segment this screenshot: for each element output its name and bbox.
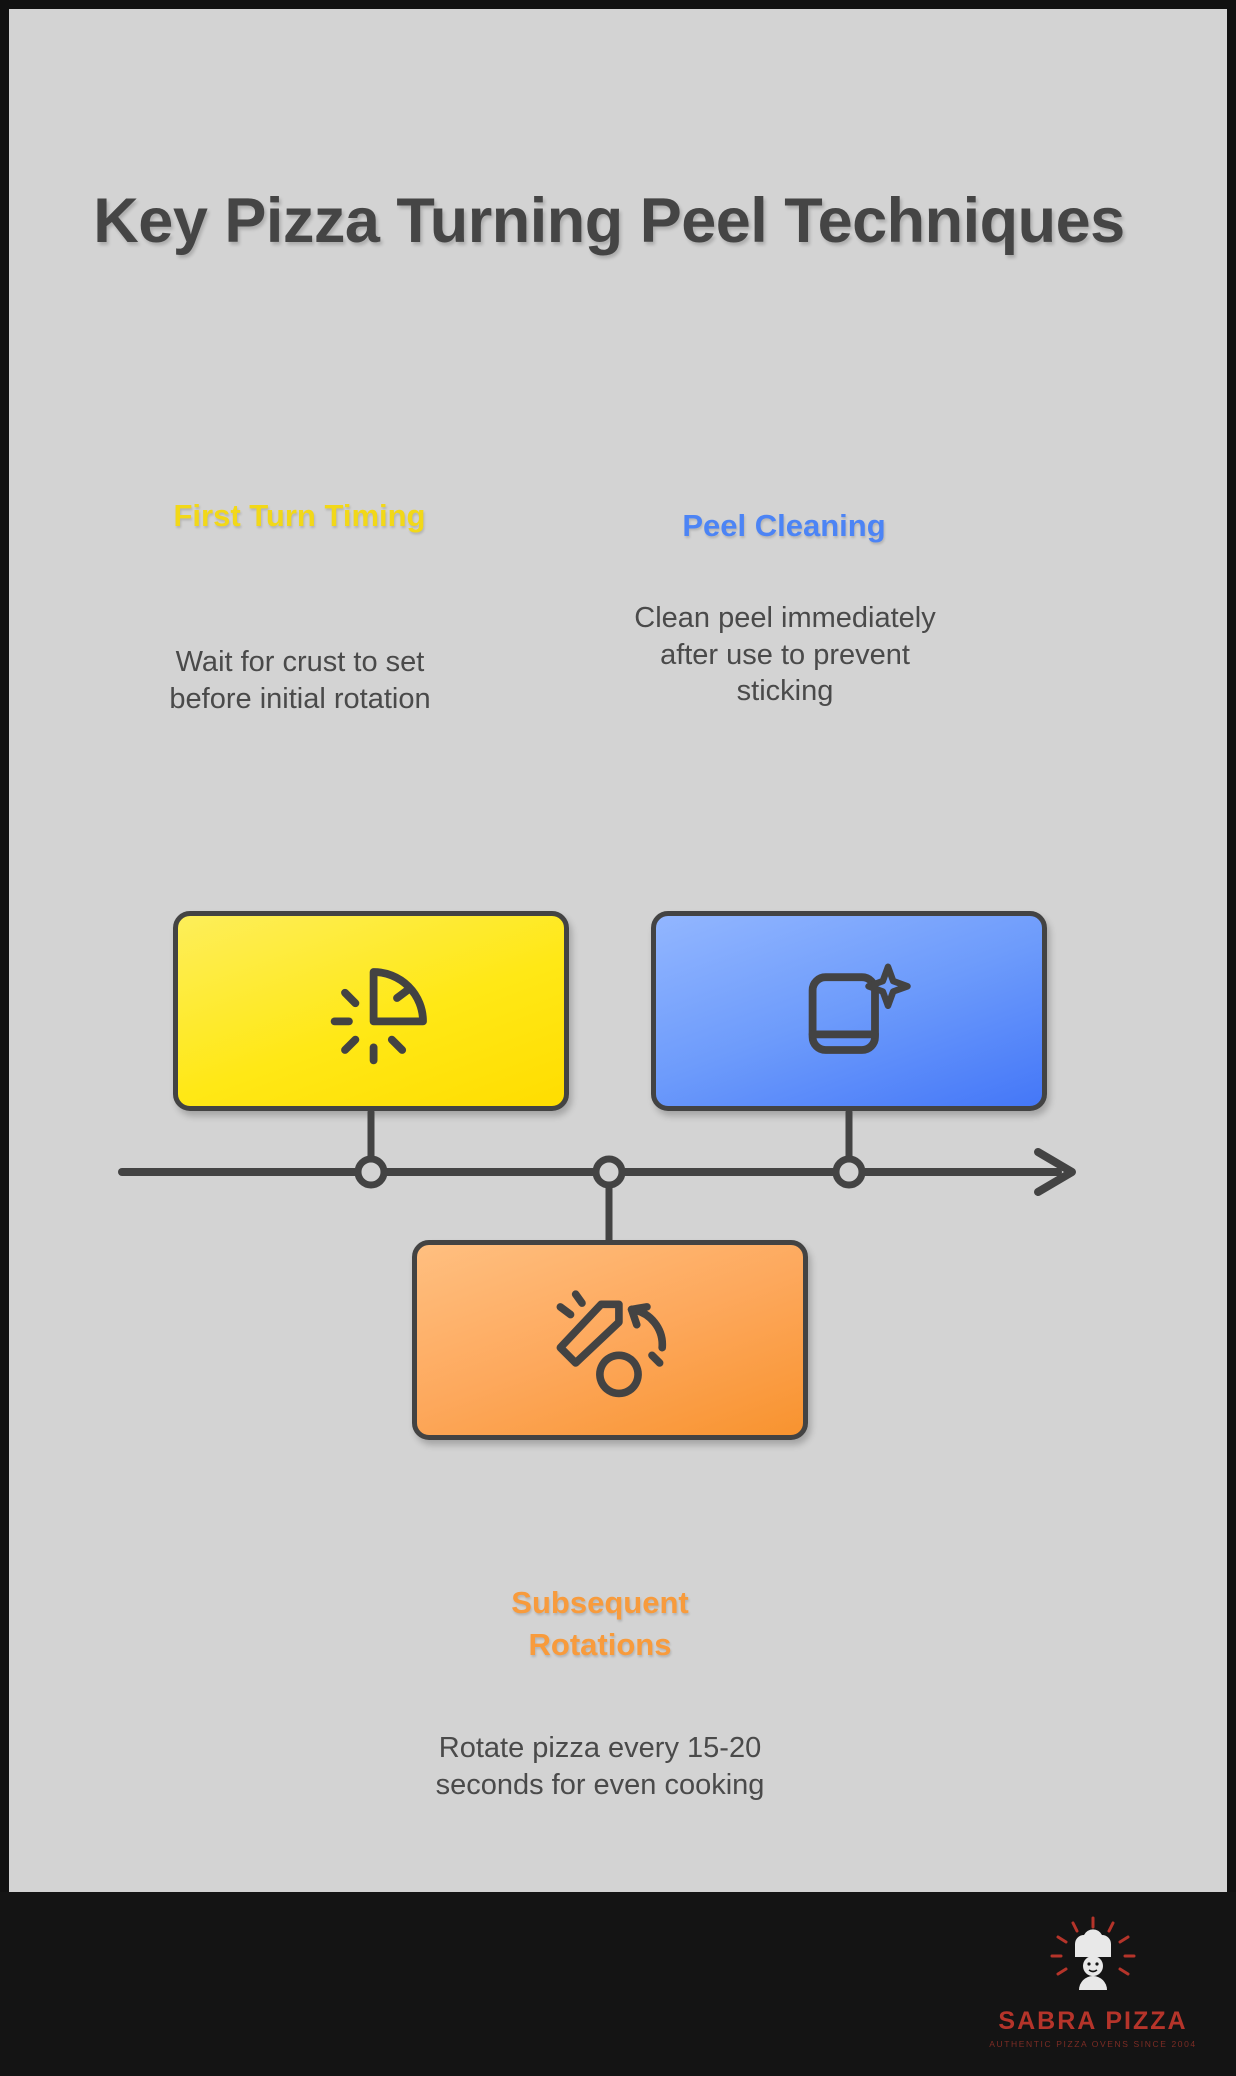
frame-left-bar [0, 0, 9, 1892]
timeline [0, 1100, 1218, 1310]
timeline-node-3 [832, 1155, 866, 1189]
technique-label-subsequent-rotations: Subsequent Rotations [511, 1585, 689, 1663]
peel-rotate-arrow-icon [540, 1275, 680, 1405]
technique-label-first-turn-timing: First Turn Timing [173, 498, 426, 533]
frame-right-bar [1227, 0, 1236, 1892]
technique-description-subsequent-rotations: Rotate pizza every 15-20 seconds for eve… [435, 1732, 765, 1801]
timeline-node-1 [354, 1155, 388, 1189]
frame-top-bar [0, 0, 1236, 9]
timeline-arrow-head [1034, 1148, 1076, 1196]
pizza-slice-timer-icon [306, 946, 436, 1076]
technique-label-peel-cleaning: Peel Cleaning [682, 508, 886, 543]
technique-card-peel-cleaning[interactable] [651, 911, 1047, 1111]
technique-description-first-turn-timing: Wait for crust to set before initial rot… [169, 646, 431, 715]
footer: SABRA PIZZA AUTHENTIC PIZZA OVENS SINCE … [0, 1892, 1236, 2076]
technique-description-peel-cleaning: Clean peel immediately after use to prev… [634, 602, 936, 708]
timeline-node-2 [592, 1155, 626, 1189]
pizza-chef-logo-icon [1045, 1916, 1141, 2004]
brand-logo[interactable]: SABRA PIZZA AUTHENTIC PIZZA OVENS SINCE … [988, 1914, 1198, 2049]
page-title: Key Pizza Turning Peel Techniques [93, 186, 1125, 256]
technique-card-first-turn-timing[interactable] [173, 911, 569, 1111]
brand-name: SABRA PIZZA [998, 2007, 1188, 2035]
brand-tagline: AUTHENTIC PIZZA OVENS SINCE 2004 [989, 2039, 1197, 2049]
peel-sparkle-clean-icon [784, 946, 914, 1076]
technique-card-subsequent-rotations[interactable] [412, 1240, 808, 1440]
